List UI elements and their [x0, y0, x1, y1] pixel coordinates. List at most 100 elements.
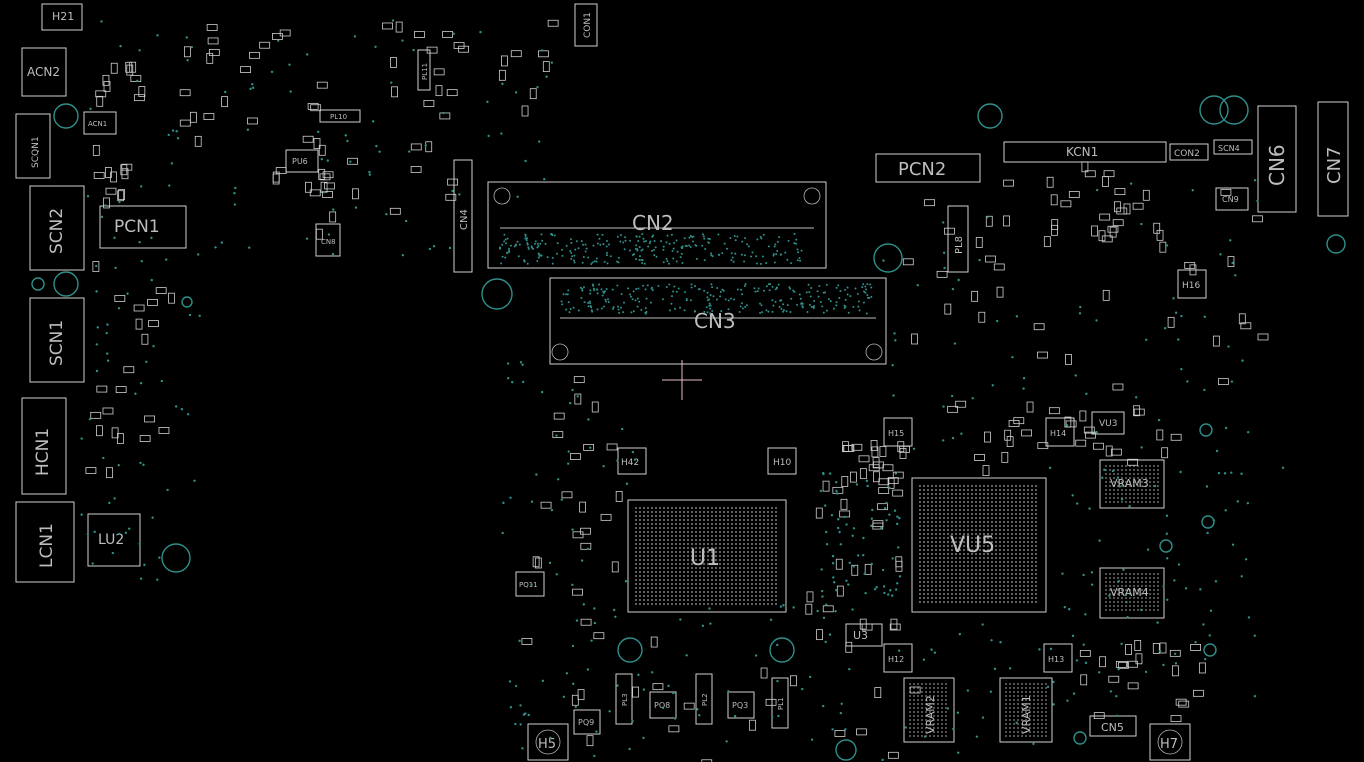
- label-lu2: LU2: [98, 532, 124, 548]
- connector-kcn1[interactable]: KCN1: [1003, 141, 1167, 163]
- label-pl2: PL2: [701, 693, 709, 706]
- slot-pins: [499, 233, 873, 315]
- label-u1: U1: [690, 546, 720, 571]
- label-vu5: VU5: [950, 533, 995, 558]
- label-scn2: SCN2: [47, 208, 67, 254]
- label-con2: CON2: [1174, 149, 1200, 159]
- mount-h10[interactable]: H10: [767, 447, 797, 475]
- connector-hcn1[interactable]: HCN1: [21, 397, 67, 495]
- label-cn4: CN4: [459, 209, 470, 230]
- chip-lu2[interactable]: LU2: [87, 513, 141, 567]
- connector-cn6[interactable]: CN6: [1257, 105, 1297, 213]
- label-vram1: VRAM1: [1020, 695, 1033, 734]
- connector-acn2[interactable]: ACN2: [21, 47, 67, 97]
- label-acn2: ACN2: [27, 65, 60, 79]
- label-pcn2: PCN2: [898, 159, 946, 180]
- label-u3: U3: [853, 629, 868, 642]
- label-scn4: SCN4: [1218, 144, 1240, 153]
- label-cn7: CN7: [1324, 147, 1345, 185]
- label-acn1: ACN1: [88, 120, 107, 128]
- label-pl1: PL1: [777, 697, 785, 710]
- connector-h21[interactable]: H21: [41, 3, 83, 31]
- transistor-pq3[interactable]: PQ3: [727, 691, 755, 719]
- transistor-pq8[interactable]: PQ8: [649, 691, 677, 719]
- connector-lcn1[interactable]: LCN1: [15, 501, 75, 583]
- inductor-pl3[interactable]: PL3: [615, 673, 633, 725]
- label-h15: H15: [888, 429, 904, 438]
- label-pl11: PL11: [421, 63, 429, 80]
- connector-con2[interactable]: CON2: [1169, 143, 1209, 161]
- label-h10: H10: [773, 458, 791, 468]
- label-kcn1: KCN1: [1066, 145, 1098, 159]
- mount-h7[interactable]: H7: [1149, 723, 1191, 761]
- label-scn1: SCN1: [47, 320, 67, 366]
- label-vu3: VU3: [1099, 419, 1117, 429]
- inductor-pl8[interactable]: PL8: [947, 205, 969, 273]
- vias: [80, 19, 1285, 762]
- label-pq3: PQ3: [732, 701, 748, 710]
- label-cn3: CN3: [694, 309, 736, 333]
- label-vram4: VRAM4: [1110, 586, 1149, 599]
- label-pl3: PL3: [621, 693, 629, 706]
- label-pcn1: PCN1: [114, 217, 160, 237]
- connector-cn8[interactable]: CN8: [315, 223, 341, 257]
- mount-h13[interactable]: H13: [1043, 643, 1073, 673]
- label-hcn1: HCN1: [33, 428, 53, 476]
- inductor-pl10[interactable]: PL10: [319, 109, 361, 123]
- label-scqn1: SCQN1: [31, 136, 41, 168]
- connector-cn3[interactable]: CN3: [549, 277, 887, 365]
- connector-pcn1[interactable]: PCN1: [99, 205, 187, 249]
- label-cn9: CN9: [1222, 195, 1239, 204]
- label-h5: H5: [538, 737, 556, 752]
- label-vram2: VRAM2: [924, 695, 937, 734]
- label-h13: H13: [1048, 655, 1064, 664]
- connector-con1[interactable]: CON1: [574, 3, 598, 47]
- label-lcn1: LCN1: [37, 523, 57, 568]
- label-h7: H7: [1160, 737, 1178, 752]
- connector-scqn1[interactable]: SCQN1: [15, 113, 51, 179]
- connector-cn5[interactable]: CN5: [1089, 715, 1137, 737]
- chip-vu5[interactable]: VU5: [911, 477, 1047, 613]
- label-cn6: CN6: [1265, 144, 1289, 186]
- inductor-pl1[interactable]: PL1: [771, 677, 789, 729]
- chip-vram4[interactable]: VRAM4: [1099, 567, 1165, 619]
- connector-scn2[interactable]: SCN2: [29, 185, 85, 271]
- inductor-pl11[interactable]: PL11: [417, 49, 431, 91]
- connector-cn9[interactable]: CN9: [1215, 187, 1249, 211]
- chip-vram1[interactable]: VRAM1: [999, 677, 1053, 743]
- connector-cn4[interactable]: CN4: [453, 159, 473, 273]
- mounting-holes: [31, 95, 1346, 761]
- mount-h16[interactable]: H16: [1177, 269, 1207, 299]
- label-cn2: CN2: [632, 211, 674, 235]
- label-h14: H14: [1050, 429, 1066, 438]
- connector-cn7[interactable]: CN7: [1317, 101, 1349, 217]
- chip-pu6[interactable]: PU6: [285, 149, 319, 173]
- label-pq9: PQ9: [578, 718, 594, 727]
- chip-u1[interactable]: U1: [627, 499, 787, 613]
- inductor-pl2[interactable]: PL2: [695, 673, 713, 725]
- connector-scn1[interactable]: SCN1: [29, 297, 85, 383]
- small-components: [85, 19, 1269, 762]
- connector-scn4[interactable]: SCN4: [1213, 139, 1253, 155]
- chip-vu3[interactable]: VU3: [1091, 411, 1125, 435]
- mount-h14[interactable]: H14: [1045, 417, 1075, 447]
- label-cn8: CN8: [321, 238, 336, 246]
- crosshair-marker: [662, 360, 702, 400]
- label-vram3: VRAM3: [1110, 477, 1149, 490]
- connector-cn2[interactable]: CN2: [487, 181, 827, 269]
- transistor-pq9[interactable]: PQ9: [573, 709, 601, 735]
- mount-h12[interactable]: H12: [883, 643, 913, 673]
- label-h42: H42: [621, 458, 639, 468]
- chip-vram2[interactable]: VRAM2: [903, 677, 955, 743]
- mount-h5[interactable]: H5: [527, 723, 569, 761]
- label-con1: CON1: [583, 12, 593, 38]
- label-cn5: CN5: [1101, 721, 1124, 734]
- connector-acn1[interactable]: ACN1: [83, 111, 117, 135]
- connector-pcn2[interactable]: PCN2: [875, 153, 981, 183]
- chip-vram3[interactable]: VRAM3: [1099, 459, 1165, 509]
- label-pl8: PL8: [954, 236, 965, 254]
- transistor-pq11[interactable]: PQ11: [515, 571, 545, 597]
- label-pq8: PQ8: [654, 701, 670, 710]
- label-pl10: PL10: [330, 113, 347, 121]
